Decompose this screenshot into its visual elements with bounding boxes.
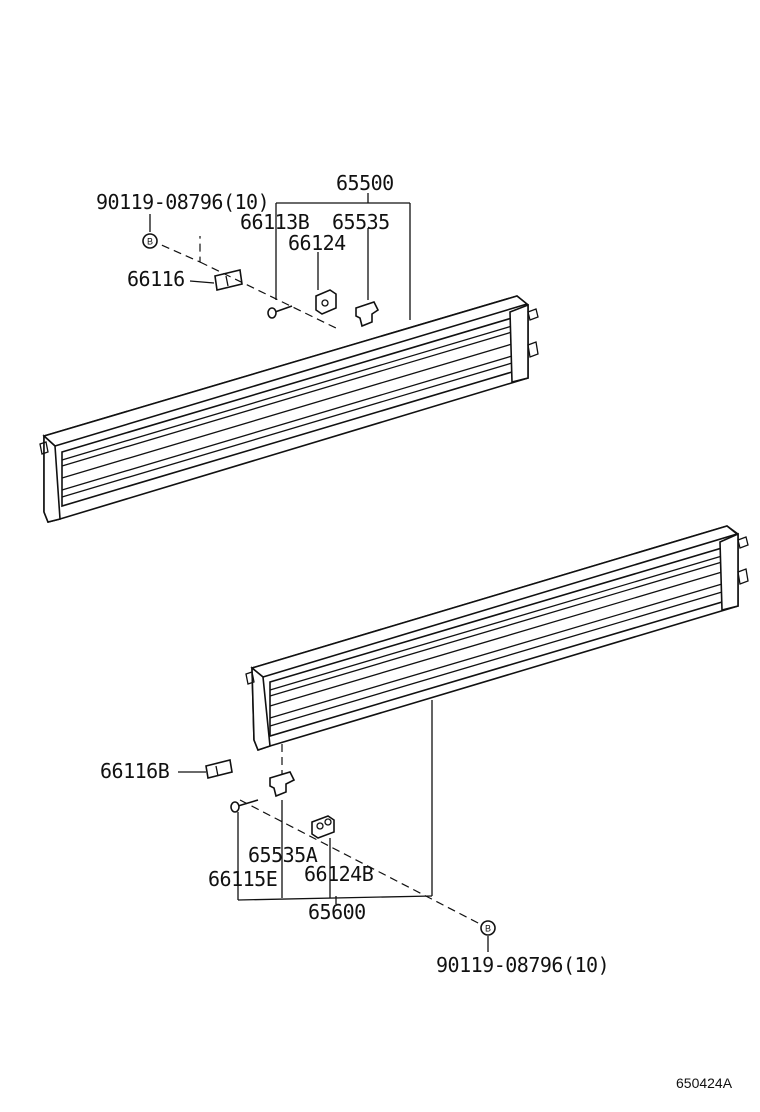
- lower-hook-65535A: [269, 771, 296, 798]
- label-65600: 65600: [308, 900, 366, 924]
- lower-leader-lines: [178, 700, 489, 952]
- label-66124B: 66124B: [304, 862, 374, 886]
- upper-leader-lines: [149, 193, 411, 320]
- upper-pin-66113B: [267, 305, 293, 319]
- svg-text:B: B: [485, 924, 491, 934]
- lower-side-rail-assembly: [245, 525, 749, 751]
- lower-pad-66116B: [205, 759, 233, 779]
- label-65535A: 65535A: [248, 843, 318, 867]
- label-66113B: 66113B: [240, 210, 310, 234]
- upper-bracket-66124: [315, 289, 337, 315]
- upper-side-rail-assembly: [39, 295, 539, 523]
- figure-code: 650424A: [676, 1075, 733, 1091]
- lower-bolt-b-symbol: B: [480, 920, 496, 936]
- lower-rail-left-endcap: [251, 666, 271, 751]
- upper-bolt-b-symbol: B: [142, 233, 158, 249]
- label-65500: 65500: [336, 171, 394, 195]
- lower-small-parts: [205, 744, 481, 925]
- svg-text:B: B: [147, 237, 153, 247]
- upper-rail-left-endcap: [43, 434, 61, 523]
- upper-pad-66116: [214, 269, 243, 291]
- label-66115E: 66115E: [208, 867, 277, 891]
- upper-rail-right-endcap: [509, 303, 529, 384]
- label-66124: 66124: [288, 231, 346, 255]
- label-upper-bolt: 90119-08796(10): [96, 190, 269, 214]
- upper-hook-65535: [355, 301, 380, 328]
- upper-small-parts: [149, 236, 380, 331]
- label-65535: 65535: [332, 210, 390, 234]
- lower-pin-66115E: [230, 799, 259, 813]
- lower-rail-right-endcap: [719, 532, 739, 612]
- label-lower-bolt: 90119-08796(10): [436, 953, 609, 977]
- label-66116B: 66116B: [100, 759, 170, 783]
- label-66116: 66116: [127, 267, 185, 291]
